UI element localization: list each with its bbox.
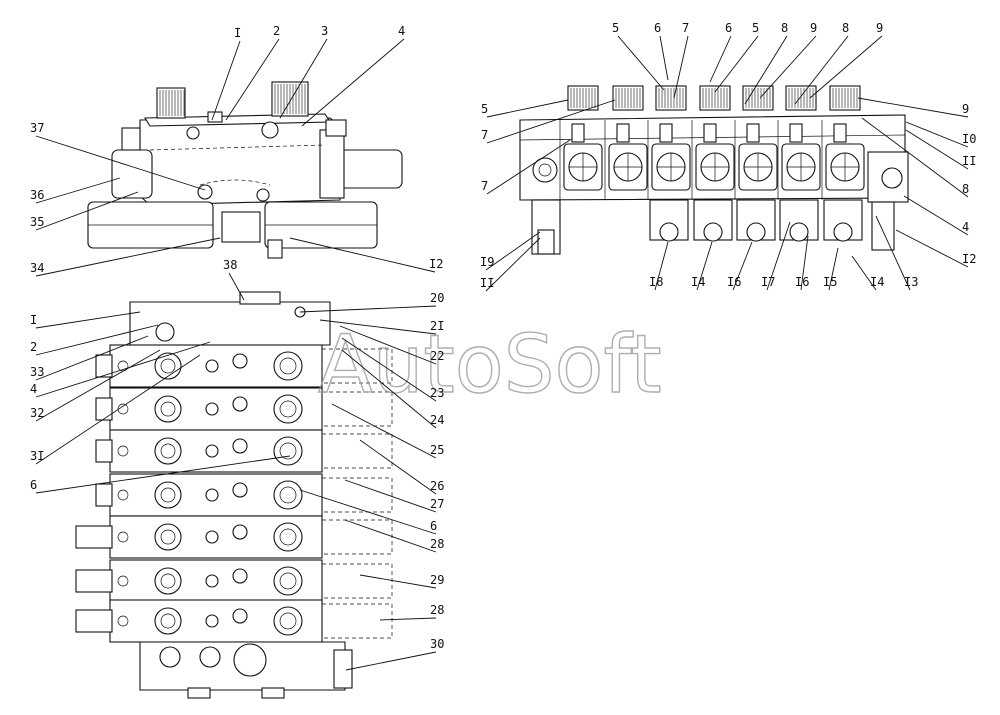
callout-label: 9 xyxy=(810,21,817,35)
bottom-knob xyxy=(221,211,261,243)
top-bore xyxy=(155,322,175,342)
end-port-a xyxy=(159,646,181,668)
callout-label: 28 xyxy=(430,603,444,617)
callout-label: 9 xyxy=(962,102,969,116)
bore-4 xyxy=(256,188,270,202)
callout-label: 38 xyxy=(223,258,237,272)
callout-label: 7 xyxy=(481,179,488,193)
callout-label: 22 xyxy=(430,349,444,363)
left-port xyxy=(121,127,141,151)
callout-label: I2 xyxy=(429,257,443,271)
callout-label: I0 xyxy=(962,132,976,146)
left-cylinder xyxy=(111,149,153,199)
callout-label: I6 xyxy=(795,275,809,289)
top-right-view xyxy=(519,85,909,255)
callout-label: 27 xyxy=(430,497,444,511)
callout-label: II xyxy=(480,276,494,290)
callout-label: I xyxy=(234,26,241,40)
callout-label: I3 xyxy=(904,275,918,289)
callout-label: 6 xyxy=(725,21,732,35)
callout-label: 30 xyxy=(430,637,444,651)
callout-label: 35 xyxy=(30,215,44,229)
stack-sections xyxy=(75,344,393,643)
end-port-c xyxy=(233,643,267,677)
callout-label: 5 xyxy=(612,21,619,35)
manifold-sections xyxy=(532,85,865,242)
callout-label: 29 xyxy=(430,573,444,587)
callout-label: 4 xyxy=(30,382,37,396)
end-port xyxy=(881,167,903,189)
top-left-view xyxy=(87,81,403,259)
callout-label: 2 xyxy=(30,340,37,354)
hidden-line-1 xyxy=(149,144,326,151)
callout-label: 25 xyxy=(430,443,444,457)
callout-label: I xyxy=(30,313,37,327)
end-port-b xyxy=(199,646,221,668)
callout-label: 36 xyxy=(30,188,44,202)
callout-label: 24 xyxy=(430,413,444,427)
bore-1 xyxy=(261,121,279,139)
callout-label: 34 xyxy=(30,261,44,275)
callout-label: 5 xyxy=(752,21,759,35)
watermark-text: AutoSoft xyxy=(318,318,662,411)
callout-label: 33 xyxy=(30,365,44,379)
callout-label: I9 xyxy=(480,255,494,269)
callout-label: 2I xyxy=(430,319,444,333)
callout-label: I6 xyxy=(727,275,741,289)
inlet-fitting xyxy=(537,229,555,255)
knob-left xyxy=(156,87,186,119)
callout-label: I7 xyxy=(761,275,775,289)
knob-small xyxy=(207,111,223,123)
main-housing xyxy=(139,117,341,206)
callout-label: 4 xyxy=(398,24,405,38)
callout-label: 3 xyxy=(321,24,328,38)
right-cap xyxy=(339,149,403,189)
callout-label: I8 xyxy=(649,275,663,289)
callout-label: 7 xyxy=(481,128,488,142)
callout-label: 2 xyxy=(273,24,280,38)
end-fitting xyxy=(871,201,895,251)
callout-label: 23 xyxy=(430,386,444,400)
knob-right xyxy=(325,119,347,137)
callout-label: II xyxy=(962,154,976,168)
callout-label: 6 xyxy=(430,519,437,533)
callout-label: 26 xyxy=(430,479,444,493)
callout-label: 37 xyxy=(30,121,44,135)
callout-label: 5 xyxy=(481,102,488,116)
foot-2 xyxy=(261,687,285,699)
bottom-stem xyxy=(267,239,283,259)
callout-label: 9 xyxy=(876,21,883,35)
callout-label: 8 xyxy=(962,182,969,196)
callout-label: I4 xyxy=(691,275,705,289)
callout-label: I2 xyxy=(962,252,976,266)
bore-3 xyxy=(197,184,213,200)
bore-2 xyxy=(186,126,200,140)
right-nut xyxy=(319,129,345,199)
hidden-line-2 xyxy=(199,179,271,186)
callout-label: 7 xyxy=(682,21,689,35)
callout-label: 32 xyxy=(30,406,44,420)
callout-label: 28 xyxy=(430,537,444,551)
callout-label: 6 xyxy=(30,478,37,492)
callout-label: 3I xyxy=(30,449,44,463)
foot-1 xyxy=(187,687,211,699)
callout-label: 4 xyxy=(962,220,969,234)
bottom-left-view xyxy=(75,291,393,699)
callout-label: 6 xyxy=(654,21,661,35)
callout-label: 20 xyxy=(430,291,444,305)
callout-label: I4 xyxy=(870,275,884,289)
inlet-fitting-top xyxy=(239,291,281,305)
callout-label: 8 xyxy=(781,21,788,35)
callout-label: 8 xyxy=(842,21,849,35)
callout-label: I5 xyxy=(823,275,837,289)
